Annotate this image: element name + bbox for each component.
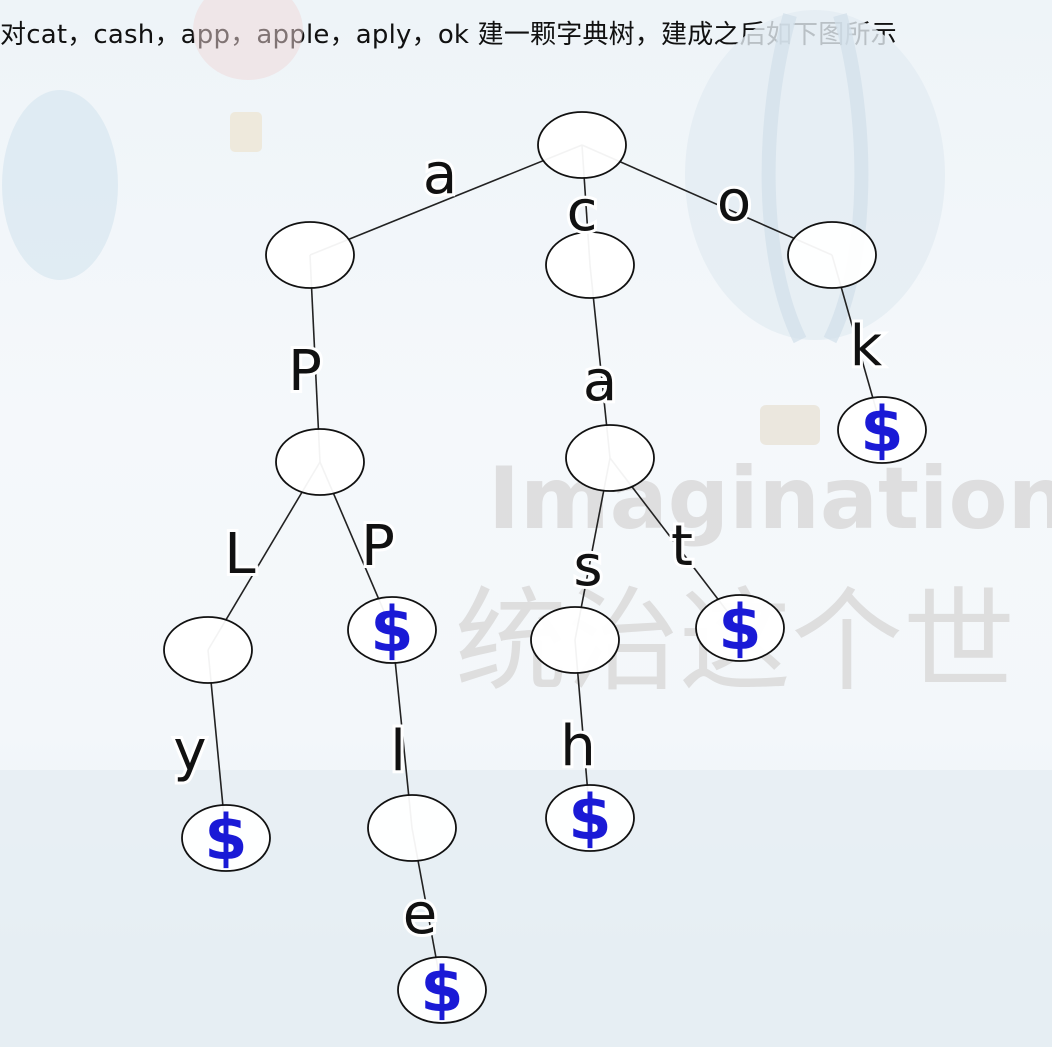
node-cas	[530, 606, 620, 674]
node-ap	[275, 428, 365, 496]
balloon-right-shape	[685, 10, 945, 340]
edge-label-appl: l	[390, 719, 406, 784]
edge-label-ca: a	[583, 349, 617, 414]
watermark: Imagination 统治这个世	[455, 449, 1052, 707]
edge-label-cash: h	[560, 714, 596, 779]
node-app	[347, 596, 437, 664]
node-apl	[163, 616, 253, 684]
end-mark-ok: $	[860, 393, 903, 466]
node-cat	[695, 594, 785, 662]
small-balloon-basket	[230, 112, 262, 152]
edge-root-a	[309, 144, 583, 256]
edge-label-cat: t	[671, 514, 693, 579]
edge-label-ap: P	[288, 339, 322, 404]
node-ca	[565, 424, 655, 492]
small-balloon-shape	[193, 0, 303, 80]
edge-label-apl: L	[224, 522, 255, 587]
edge-label-apple: e	[403, 882, 437, 947]
end-mark-app: $	[370, 593, 413, 666]
edge-label-a: a	[423, 142, 457, 207]
node-cash	[545, 784, 635, 852]
edge-label-c: c	[567, 179, 598, 244]
edge-root-o	[581, 144, 833, 256]
node-appl	[367, 794, 457, 862]
edge-label-cas: s	[573, 534, 602, 599]
balloon-left-shape	[2, 90, 118, 280]
node-a	[265, 221, 355, 289]
sea-band	[0, 770, 1052, 1047]
trie-nodes: $ $ $ $ $ $	[163, 111, 927, 1026]
edge-label-aply: y	[173, 719, 206, 784]
end-mark-cat: $	[718, 591, 761, 664]
balloon-right-stripes	[761, 13, 869, 344]
node-c	[545, 231, 635, 299]
end-mark-apple: $	[420, 953, 463, 1026]
node-o	[787, 221, 877, 289]
node-ok	[837, 396, 927, 464]
end-mark-aply: $	[204, 801, 247, 874]
edge-label-ok: k	[850, 314, 883, 379]
edge-a-ap	[309, 254, 321, 463]
edge-label-app: P	[361, 514, 395, 579]
edge-ap-apl	[207, 461, 321, 651]
edge-label-o: o	[717, 169, 751, 234]
balloon-basket	[760, 405, 820, 445]
end-mark-cash: $	[568, 781, 611, 854]
node-apple	[397, 956, 487, 1024]
node-root	[537, 111, 627, 179]
node-aply	[181, 804, 271, 872]
